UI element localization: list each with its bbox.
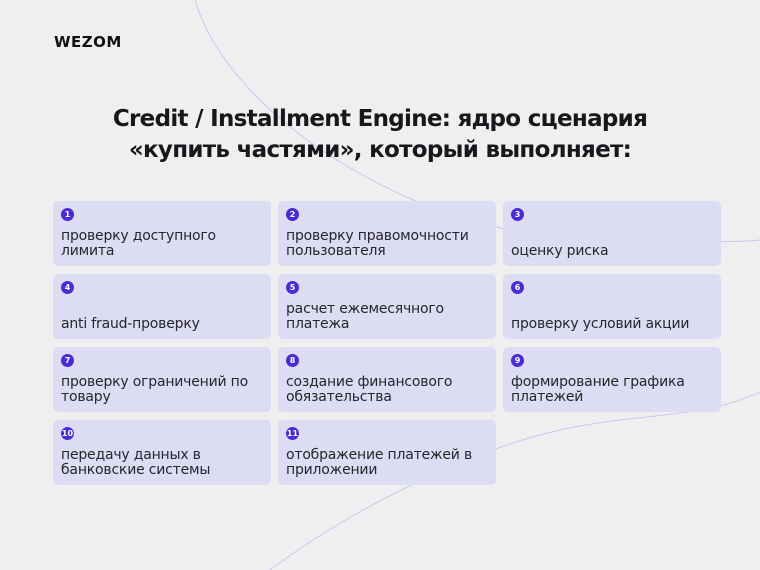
number-badge: 4	[61, 281, 74, 294]
feature-card: 11 отображение платежей в приложении	[278, 420, 496, 485]
feature-text: создание финансового обязательства	[286, 374, 453, 405]
feature-text: расчет ежемесячного платежа	[286, 301, 444, 332]
feature-text: проверку правомочности пользователя	[286, 228, 469, 259]
feature-text: anti fraud-проверку	[61, 316, 200, 332]
feature-grid: 1 проверку доступного лимита 2 проверку …	[53, 201, 721, 485]
wezom-logo: WEZOM	[54, 33, 122, 51]
feature-card: 4 anti fraud-проверку	[53, 274, 271, 339]
feature-card: 1 проверку доступного лимита	[53, 201, 271, 266]
feature-card: 3 оценку риска	[503, 201, 721, 266]
feature-card: 10 передачу данных в банковские системы	[53, 420, 271, 485]
feature-text: передачу данных в банковские системы	[61, 447, 211, 478]
feature-card: 7 проверку ограничений по товару	[53, 347, 271, 412]
feature-text: формирование графика платежей	[511, 374, 685, 405]
number-badge: 2	[286, 208, 299, 221]
feature-text: оценку риска	[511, 243, 609, 259]
title-line-2: «купить частями», который выполняет:	[128, 137, 632, 163]
number-badge: 1	[61, 208, 74, 221]
feature-text: проверку условий акции	[511, 316, 690, 332]
feature-text: отображение платежей в приложении	[286, 447, 473, 478]
number-badge: 3	[511, 208, 524, 221]
feature-card: 9 формирование графика платежей	[503, 347, 721, 412]
number-badge: 9	[511, 354, 524, 367]
number-badge: 11	[286, 427, 299, 440]
title-line-1: Credit / Installment Engine: ядро сценар…	[112, 106, 648, 132]
feature-card: 8 создание финансового обязательства	[278, 347, 496, 412]
number-badge: 6	[511, 281, 524, 294]
number-badge: 10	[61, 427, 74, 440]
number-badge: 7	[61, 354, 74, 367]
feature-text: проверку ограничений по товару	[61, 374, 248, 405]
number-badge: 8	[286, 354, 299, 367]
feature-card: 5 расчет ежемесячного платежа	[278, 274, 496, 339]
feature-card: 6 проверку условий акции	[503, 274, 721, 339]
feature-text: проверку доступного лимита	[61, 228, 216, 259]
number-badge: 5	[286, 281, 299, 294]
page-title: Credit / Installment Engine: ядро сценар…	[60, 104, 700, 166]
feature-card: 2 проверку правомочности пользователя	[278, 201, 496, 266]
